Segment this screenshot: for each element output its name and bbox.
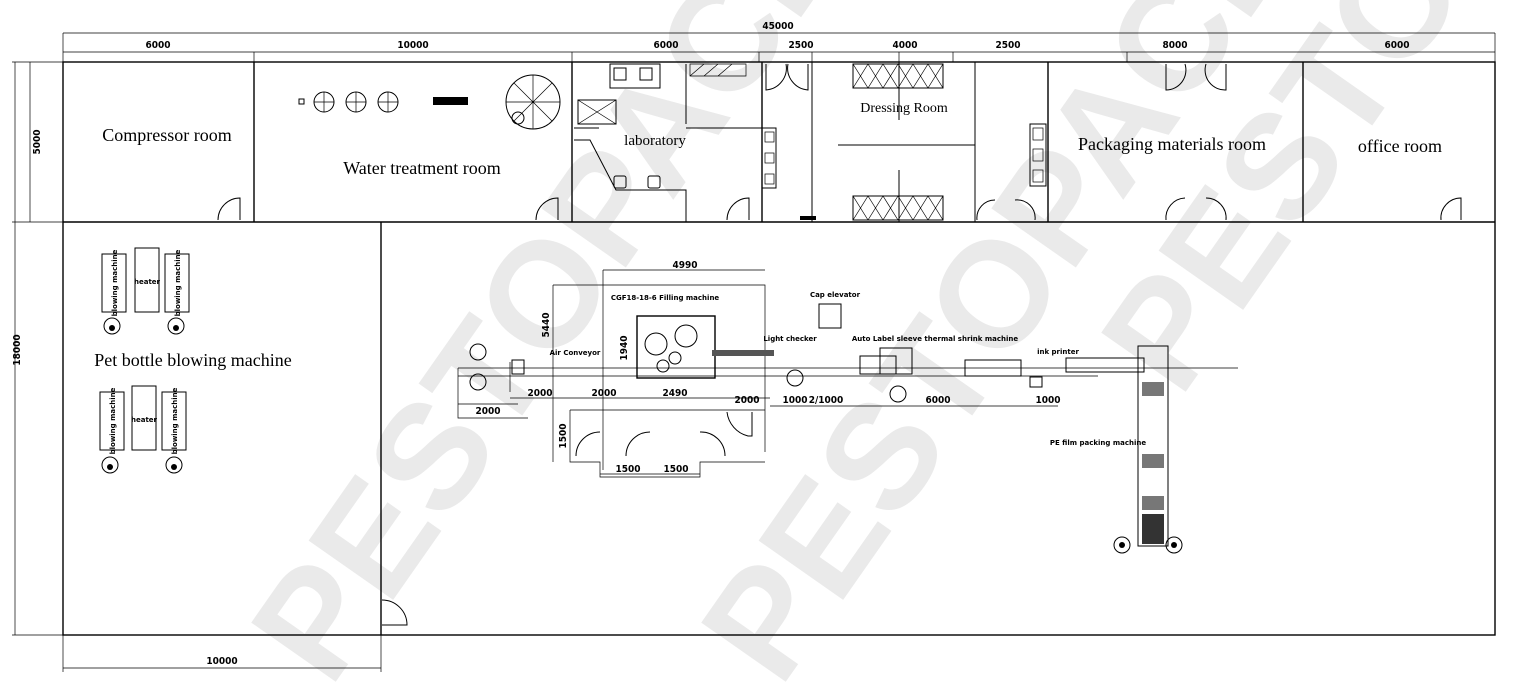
svg-text:10000: 10000 (206, 656, 237, 667)
svg-text:2000: 2000 (527, 388, 552, 399)
svg-text:heater: heater (131, 416, 158, 424)
room-office: office room (1358, 136, 1442, 156)
svg-text:1000: 1000 (782, 395, 807, 406)
svg-text:6000: 6000 (1384, 40, 1409, 51)
svg-text:1500: 1500 (615, 464, 640, 475)
room-labels: Compressor room Water treatment room lab… (94, 101, 1442, 370)
svg-text:4990: 4990 (672, 260, 697, 271)
svg-text:2/1000: 2/1000 (809, 395, 844, 406)
production-line: 4990 5440 CGF18-18-6 Filling machine 194… (457, 260, 1238, 554)
svg-text:CGF18-18-6 Filling machine: CGF18-18-6 Filling machine (611, 294, 720, 302)
svg-text:8000: 8000 (1162, 40, 1187, 51)
svg-text:blowing machine: blowing machine (109, 387, 117, 454)
room-water-treatment: Water treatment room (343, 158, 500, 178)
doors (217, 63, 1462, 626)
room-blowing: Pet bottle blowing machine (94, 350, 291, 370)
svg-text:5440: 5440 (541, 312, 552, 337)
operator-icons (101, 317, 185, 474)
svg-text:45000: 45000 (762, 21, 793, 32)
svg-text:ink printer: ink printer (1037, 348, 1079, 356)
bottom-dimension: 10000 (62, 635, 382, 672)
left-dimension-chain: 5000 18000 (12, 61, 63, 636)
svg-text:Auto Label sleeve thermal shri: Auto Label sleeve thermal shrink machine (852, 335, 1019, 343)
svg-text:2490: 2490 (662, 388, 687, 399)
svg-text:1500: 1500 (558, 423, 569, 448)
svg-text:4000: 4000 (892, 40, 917, 51)
svg-text:1940: 1940 (619, 335, 630, 360)
svg-text:6000: 6000 (925, 395, 950, 406)
svg-text:blowing machine: blowing machine (111, 249, 119, 316)
svg-text:6000: 6000 (145, 40, 170, 51)
svg-text:PE film packing machine: PE film packing machine (1050, 439, 1147, 447)
svg-text:Light checker: Light checker (763, 335, 817, 343)
svg-text:18000: 18000 (12, 334, 23, 365)
svg-text:1500: 1500 (663, 464, 688, 475)
svg-text:Air Conveyor: Air Conveyor (550, 349, 601, 357)
blowing-machines: blowing machine heater blowing machine b… (99, 247, 190, 474)
water-treatment-equipment (298, 74, 561, 130)
room-compressor: Compressor room (102, 125, 232, 145)
svg-text:1000: 1000 (1035, 395, 1060, 406)
room-packaging-materials: Packaging materials room (1078, 134, 1266, 154)
dressing-lockers (852, 63, 944, 221)
svg-text:10000: 10000 (397, 40, 428, 51)
svg-text:2000: 2000 (591, 388, 616, 399)
room-laboratory: laboratory (624, 133, 686, 149)
svg-text:blowing machine: blowing machine (171, 387, 179, 454)
svg-text:6000: 6000 (653, 40, 678, 51)
room-dressing: Dressing Room (860, 101, 948, 116)
svg-text:heater: heater (134, 278, 161, 286)
svg-text:Cap elevator: Cap elevator (810, 291, 861, 299)
svg-text:5000: 5000 (32, 129, 43, 154)
svg-text:2500: 2500 (788, 40, 813, 51)
svg-text:2500: 2500 (995, 40, 1020, 51)
top-dimension-chain: 45000 6000 10000 6000 2500 4000 2500 800… (62, 21, 1496, 62)
svg-text:2000: 2000 (475, 406, 500, 417)
svg-text:blowing machine: blowing machine (174, 249, 182, 316)
svg-text:2000: 2000 (734, 395, 759, 406)
laboratory-furniture (574, 63, 1047, 222)
